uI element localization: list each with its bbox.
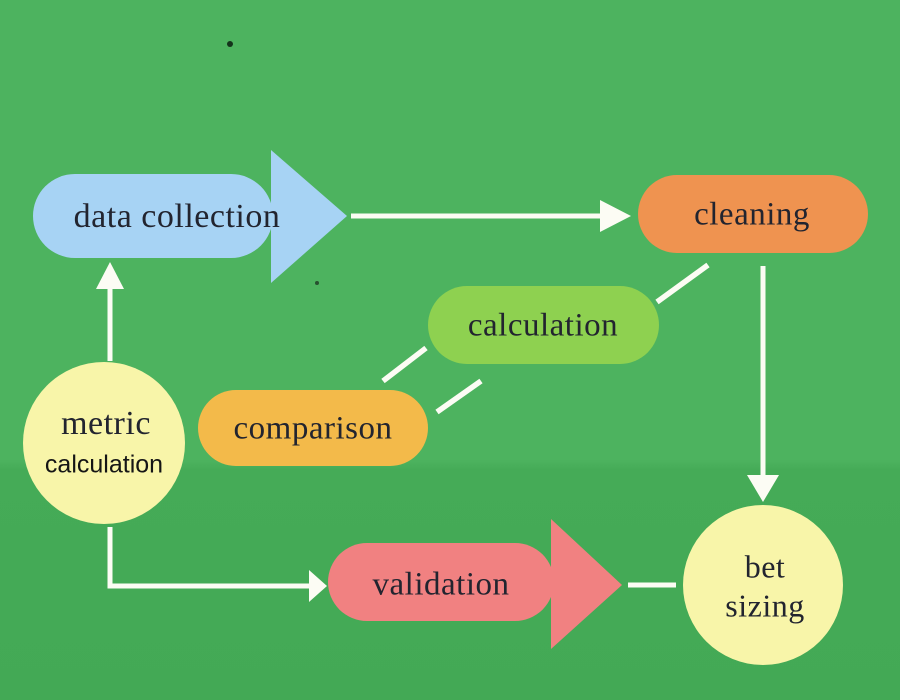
node-bet-sizing (683, 505, 843, 665)
arrowhead-into-cleaning (600, 200, 631, 232)
bet-sizing-label-line2: sizing (725, 587, 805, 624)
speck-dot-mid (315, 281, 319, 285)
cleaning-label: cleaning (694, 196, 810, 233)
data-collection-label: data collection (73, 198, 281, 235)
node-validation (328, 519, 622, 649)
metric-calculation-label-line2: calculation (44, 450, 164, 479)
speck-dot-top (227, 41, 233, 47)
node-metric-calculation (23, 362, 185, 524)
edge-calculation-cleaning-dash (655, 262, 710, 305)
bet-sizing-label-line1: bet (744, 548, 786, 585)
edge-metric-validation (107, 527, 310, 589)
edge-comparison-calculation-dash-2 (435, 378, 483, 415)
data-collection-arrowhead (271, 150, 347, 283)
metric-calculation-label-line1: metric (61, 405, 151, 442)
node-calculation (428, 286, 659, 364)
validation-body (328, 543, 554, 621)
arrowhead-down-into-betsizing (747, 475, 779, 502)
calculation-label: calculation (467, 307, 619, 344)
arrowhead-up-into-datacollection (96, 262, 124, 289)
node-data-collection (33, 150, 347, 283)
validation-arrowhead (551, 519, 622, 649)
validation-label: validation (372, 566, 510, 603)
node-comparison (198, 390, 428, 466)
comparison-label: comparison (233, 410, 393, 447)
edge-comparison-calculation-dash-1 (381, 345, 428, 384)
data-collection-body (33, 174, 273, 258)
arrowhead-into-validation (309, 570, 327, 602)
node-cleaning (638, 175, 868, 253)
